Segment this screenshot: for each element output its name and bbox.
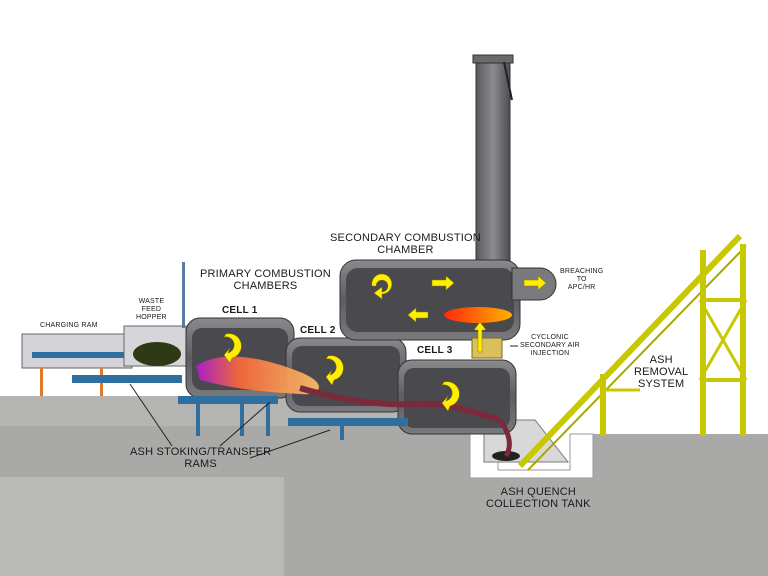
swirl-cell1 [223,333,242,364]
label-ash-stoking-rams: ASH STOKING/TRANSFER RAMS [130,446,272,470]
arrow-right-2 [523,275,547,291]
arrow-up [473,321,487,353]
label-ash-quench-tank: ASH QUENCH COLLECTION TANK [486,486,591,510]
ash-removal-conveyor [517,233,748,471]
label-cyclonic-air: CYCLONIC SECONDARY AIR INJECTION [520,334,580,357]
label-cell-2: CELL 2 [300,325,336,336]
label-ash-removal-system: ASH REMOVAL SYSTEM [634,354,689,390]
cyclonic-air-box [471,337,503,359]
flow-arrows [223,273,547,412]
label-leaders [129,345,518,459]
label-cell-1: CELL 1 [222,305,258,316]
label-waste-feed-hopper: WASTE FEED HOPPER [136,298,167,321]
swirl-cell3 [441,381,460,412]
arrow-left [407,307,429,323]
secondary-combustion-chamber [339,259,557,341]
arrow-right-1 [431,275,455,291]
label-primary-chambers: PRIMARY COMBUSTION CHAMBERS [200,268,331,292]
waste-feed-hopper [123,262,187,367]
ground [0,396,768,576]
ash-stoking-rams [178,396,408,440]
label-breaching: BREACHING TO APC/HR [560,268,604,291]
swirl-cell2 [325,355,344,386]
swirl-secondary [371,273,393,300]
label-cell-3: CELL 3 [417,345,453,356]
charging-ram [21,333,182,396]
label-secondary-chamber: SECONDARY COMBUSTION CHAMBER [330,232,481,256]
combustion-flames [196,356,512,458]
label-charging-ram: CHARGING RAM [40,322,98,329]
